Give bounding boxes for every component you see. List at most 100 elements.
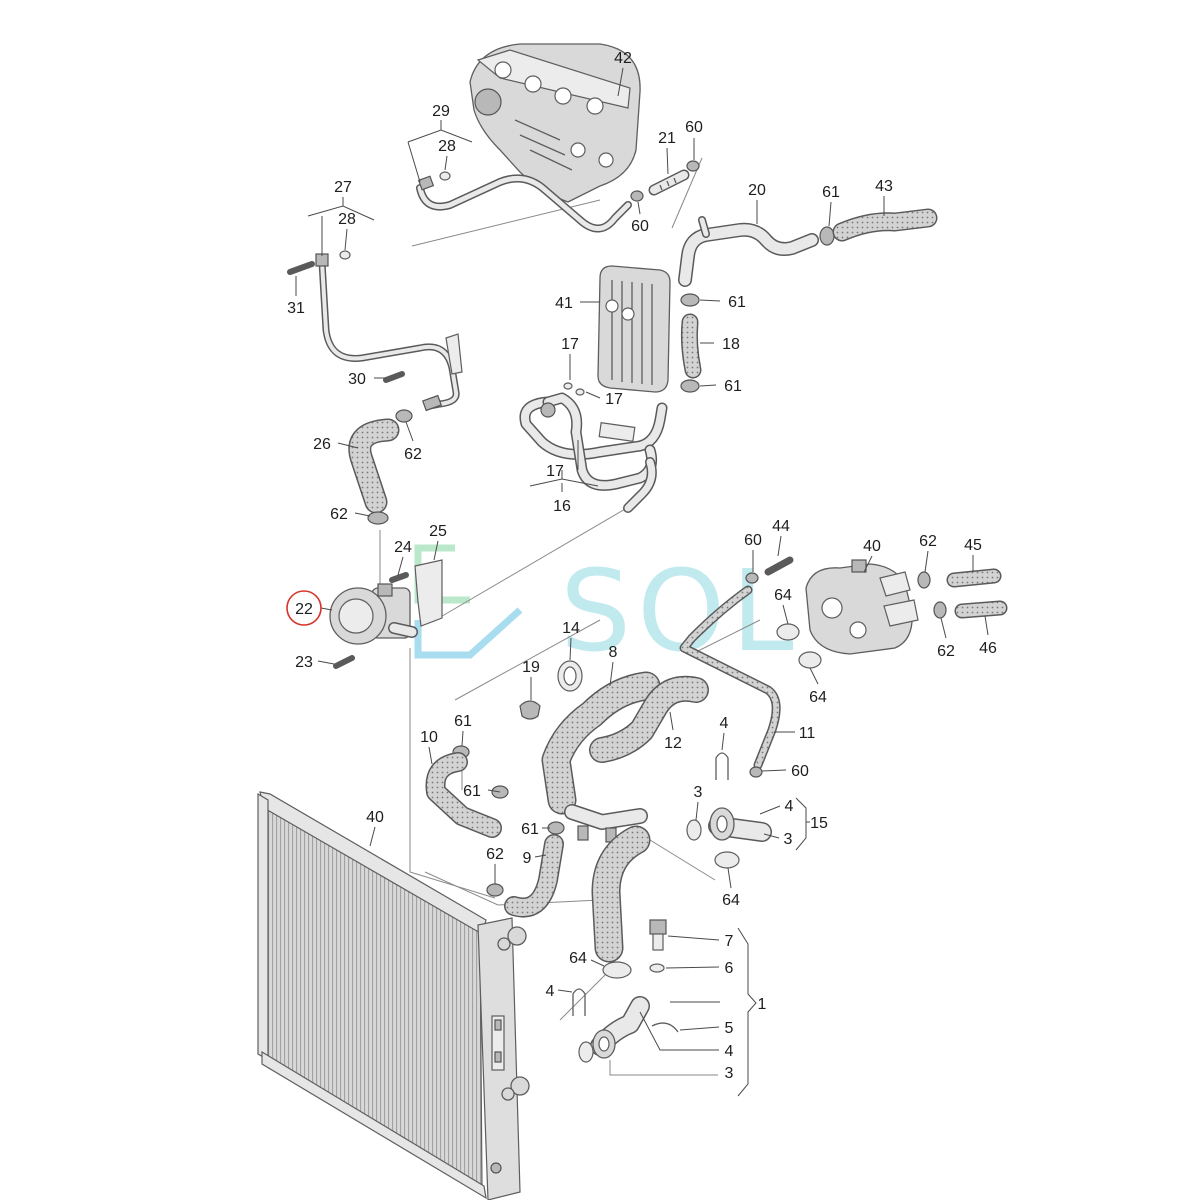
leader-line [984, 615, 989, 636]
callout-label: 11 [799, 725, 816, 742]
o-ring-17 [575, 388, 585, 396]
callout-label: 16 [553, 498, 571, 515]
callout-label: 4 [785, 798, 794, 815]
pump-cover [338, 598, 374, 634]
clamp-64 [602, 961, 632, 979]
coolant-housing-40 [805, 559, 919, 655]
manifold-port [586, 97, 604, 115]
housing-port [821, 597, 843, 619]
hose-26 [348, 418, 400, 514]
leader-line [487, 789, 501, 793]
callout-label: 21 [658, 130, 676, 147]
assembly-line [649, 839, 716, 881]
callout-label: 3 [694, 784, 703, 801]
bolt-31 [287, 261, 315, 275]
coolant-pump-22 [329, 583, 418, 645]
hose-18 [680, 313, 702, 379]
hose-lower [591, 825, 651, 963]
leader-line [679, 1026, 720, 1031]
leader-line [405, 421, 414, 442]
callout-label: 29 [432, 103, 450, 120]
callout-label: 60 [631, 218, 649, 235]
leader-line [317, 660, 335, 665]
pump-connector [377, 583, 393, 597]
housing-outlet [879, 571, 911, 597]
leader-line [759, 797, 810, 851]
fitting-21 [648, 169, 690, 196]
bolt-23 [333, 655, 355, 669]
leader-line [529, 440, 599, 487]
manifold-port [494, 61, 512, 79]
leader-line [444, 155, 448, 171]
pipe-fitting [540, 402, 556, 418]
leader-line [369, 826, 376, 847]
turbo-housing [474, 88, 502, 116]
clamp-61 [819, 226, 835, 246]
o-ring-17 [563, 382, 573, 390]
clamp-14-inner [563, 666, 577, 686]
leader-line [665, 966, 720, 969]
bolt-24 [389, 572, 409, 583]
leader-line [433, 540, 439, 561]
manifold-port [570, 142, 586, 158]
clamp-62 [933, 601, 947, 619]
pipe-end-fitting [422, 394, 442, 412]
oil-cooler-port [621, 307, 635, 321]
radiator-inlet [497, 937, 511, 951]
callout-label: 40 [366, 809, 384, 826]
callout-label: 19 [522, 659, 540, 676]
leader-line [666, 147, 669, 175]
callout-label: 64 [722, 892, 740, 909]
o-ring-3 [686, 819, 702, 841]
clamp-60 [745, 572, 759, 584]
leader-line [667, 935, 720, 941]
clamp-62 [395, 409, 413, 423]
leader-line [354, 512, 371, 517]
leader-line [721, 732, 725, 751]
coolant-pipe-29 [416, 174, 632, 233]
clamp-62 [917, 571, 931, 589]
oil-cooler-port [605, 299, 619, 313]
hose-10 [425, 752, 502, 838]
assembly-line [424, 871, 601, 906]
callout-label: 14 [562, 620, 580, 637]
callout-label: 64 [569, 950, 587, 967]
clip-5 [651, 1022, 679, 1033]
callout-label: 5 [725, 1020, 734, 1037]
radiator-pin [490, 1162, 502, 1174]
manifold-port [524, 75, 542, 93]
leader-line [777, 535, 782, 557]
callout-label: 10 [420, 729, 438, 746]
leader-line [534, 854, 547, 858]
callout-label: 61 [728, 294, 746, 311]
clamp-64 [798, 651, 822, 669]
o-ring-28 [339, 250, 351, 260]
clip-4 [715, 752, 729, 780]
leader-line [557, 989, 573, 993]
leader-line [585, 391, 601, 399]
callout-label: 15 [810, 815, 828, 832]
callout-label: 27 [334, 179, 352, 196]
assembly-line [609, 1060, 718, 1076]
callout-label: 45 [964, 537, 982, 554]
manifold-rib [514, 119, 573, 171]
callout-label: 40 [863, 538, 881, 555]
watermark-logo: SOL [414, 544, 794, 677]
clamp-64 [714, 851, 740, 869]
housing-sensor [851, 559, 867, 573]
callout-label: 30 [348, 371, 366, 388]
coolant-junction-pipe [564, 804, 648, 843]
callout-label: 3 [725, 1065, 734, 1082]
oil-cooler-41 [597, 265, 671, 393]
callout-label: 18 [722, 336, 740, 353]
leader-line [407, 120, 473, 183]
highlight-circle [286, 590, 322, 626]
leader-line [737, 927, 757, 1097]
callout-label: 20 [748, 182, 766, 199]
hose-12 [589, 675, 709, 763]
callout-label: 62 [486, 846, 504, 863]
radiator-mount [494, 1051, 502, 1063]
coolant-pipe-27 [315, 253, 463, 412]
housing-port [849, 621, 867, 639]
